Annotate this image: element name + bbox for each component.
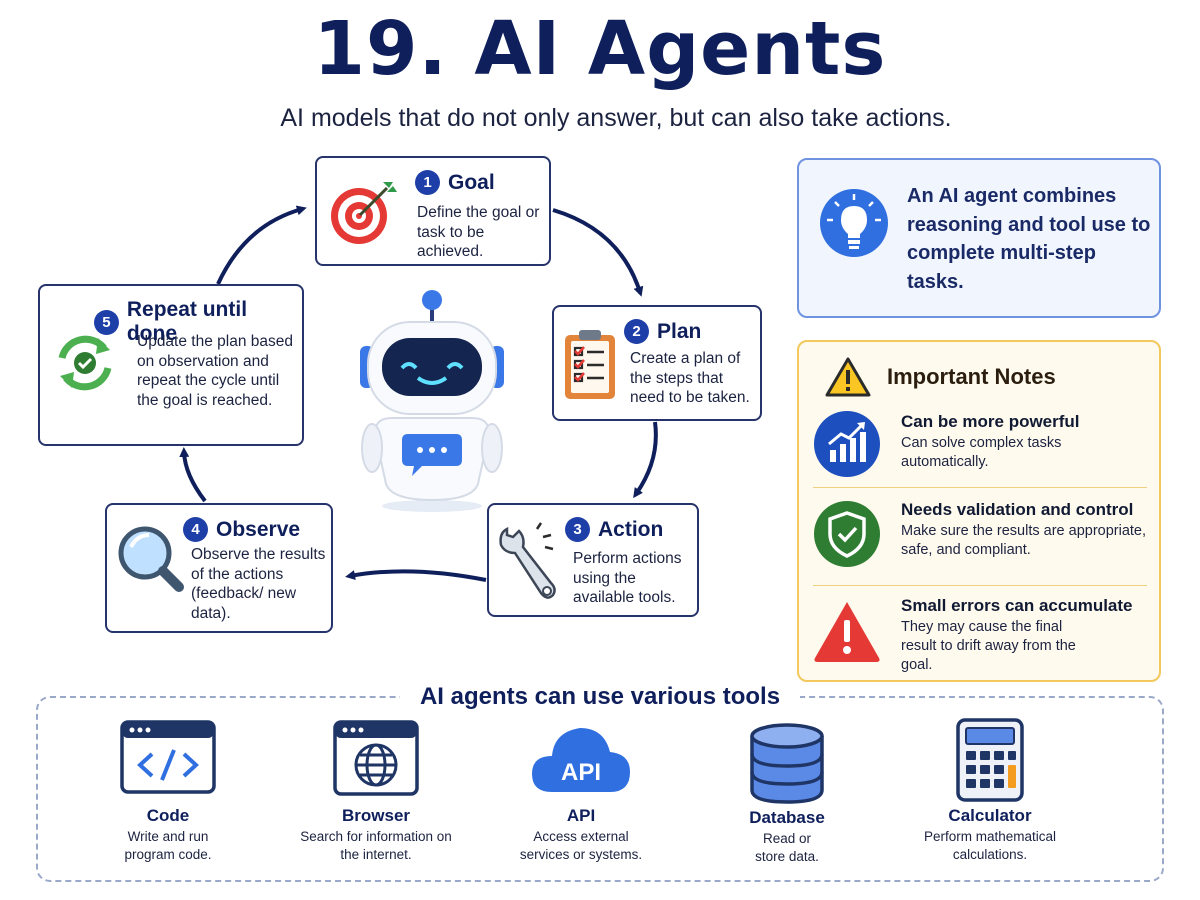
warning-icon: [825, 357, 871, 397]
notes-title: Important Notes: [887, 364, 1056, 389]
step-number: 4: [183, 517, 208, 542]
step-action: 3 Action Perform actions using the avail…: [487, 503, 699, 617]
step-plan: 2 Plan Create a plan of the steps that n…: [552, 305, 762, 421]
arrow-repeat-to-goal: [216, 205, 307, 285]
tool-name: API: [566, 806, 596, 825]
info-text: An AI agent combines reasoning and tool …: [907, 185, 1151, 293]
api-cloud-icon: API: [532, 728, 630, 792]
note-title: Small errors can accumulate: [901, 596, 1133, 615]
note-item: Can be more powerful Can solve complex t…: [813, 411, 1149, 482]
step-number: 1: [415, 170, 440, 195]
database-icon: [750, 723, 824, 804]
tool-name: Code: [146, 806, 190, 825]
info-box: An AI agent combines reasoning and tool …: [797, 158, 1161, 318]
wrench-icon: [499, 522, 556, 599]
note-title: Needs validation and control: [901, 500, 1134, 519]
step-observe: 4 Observe Observe the results of the act…: [105, 503, 333, 633]
refresh-check-icon: [58, 335, 112, 391]
page-subtitle: AI models that do not only answer, but c…: [280, 104, 952, 132]
note-description: They may cause the final result to drift…: [901, 619, 1076, 673]
api-icon-label: API: [561, 759, 601, 786]
note-title: Can be more powerful: [901, 412, 1080, 431]
step-description: Create a plan of the steps that need to …: [630, 350, 750, 406]
arrow-observe-to-repeat: [179, 447, 207, 503]
step-title: Goal: [448, 170, 495, 194]
lightbulb-icon: [820, 189, 888, 257]
tool-name: Browser: [341, 806, 411, 825]
note-description: Can solve complex tasks automatically.: [901, 435, 1062, 470]
important-notes: Important Notes Can be more powerful Can…: [797, 340, 1161, 682]
tool-name: Calculator: [948, 806, 1032, 825]
arrow-plan-to-action: [633, 421, 658, 499]
tool-description: Access external services or systems.: [519, 829, 643, 862]
note-description: Make sure the results are appropriate, s…: [901, 523, 1147, 558]
divider: [813, 585, 1147, 586]
magnifier-icon: [118, 526, 184, 592]
arrow-action-to-observe: [345, 569, 487, 582]
step-description: Define the goal or task to be achieved.: [417, 204, 540, 260]
step-description: Update the plan based on observation and…: [137, 333, 293, 409]
alert-triangle-icon: [814, 602, 880, 662]
step-title: Action: [598, 517, 664, 541]
cycle-arrows: [179, 205, 658, 582]
step-description: Observe the results of the actions (feed…: [191, 546, 326, 622]
tool-description: Read or store data.: [755, 831, 819, 864]
tool-description: Perform mathematical calculations.: [923, 829, 1057, 862]
clipboard-checklist-icon: [565, 330, 615, 399]
browser-globe-icon: [333, 720, 419, 796]
shield-check-icon: [814, 501, 880, 567]
code-window-icon: [120, 720, 216, 794]
arrow-goal-to-plan: [552, 208, 644, 297]
growth-chart-icon: [814, 411, 880, 477]
step-description: Perform actions using the available tool…: [573, 550, 682, 606]
calculator-icon: [956, 718, 1024, 802]
step-number: 5: [94, 309, 119, 335]
divider: [813, 487, 1147, 488]
step-title: Plan: [657, 319, 702, 343]
page-title: 19. AI Agents: [313, 6, 887, 92]
step-repeat: 5 Repeat until done Update the plan base…: [38, 284, 304, 446]
note-item: Needs validation and control Make sure t…: [813, 500, 1149, 576]
step-goal: 1 Goal Define the goal or task to be ach…: [315, 156, 551, 266]
tool-description: Search for information on the internet.: [300, 829, 452, 862]
robot-icon: [360, 290, 504, 512]
step-title: Observe: [216, 517, 301, 541]
step-number: 2: [624, 319, 649, 344]
tools-title: AI agents can use various tools: [400, 683, 800, 711]
tool-name: Database: [749, 808, 825, 827]
tool-description: Write and run program code.: [124, 829, 212, 862]
step-title: Repeat until done: [126, 298, 248, 345]
note-item: Small errors can accumulate They may cau…: [813, 596, 1149, 676]
target-icon: [331, 182, 397, 244]
step-number: 3: [565, 517, 590, 542]
